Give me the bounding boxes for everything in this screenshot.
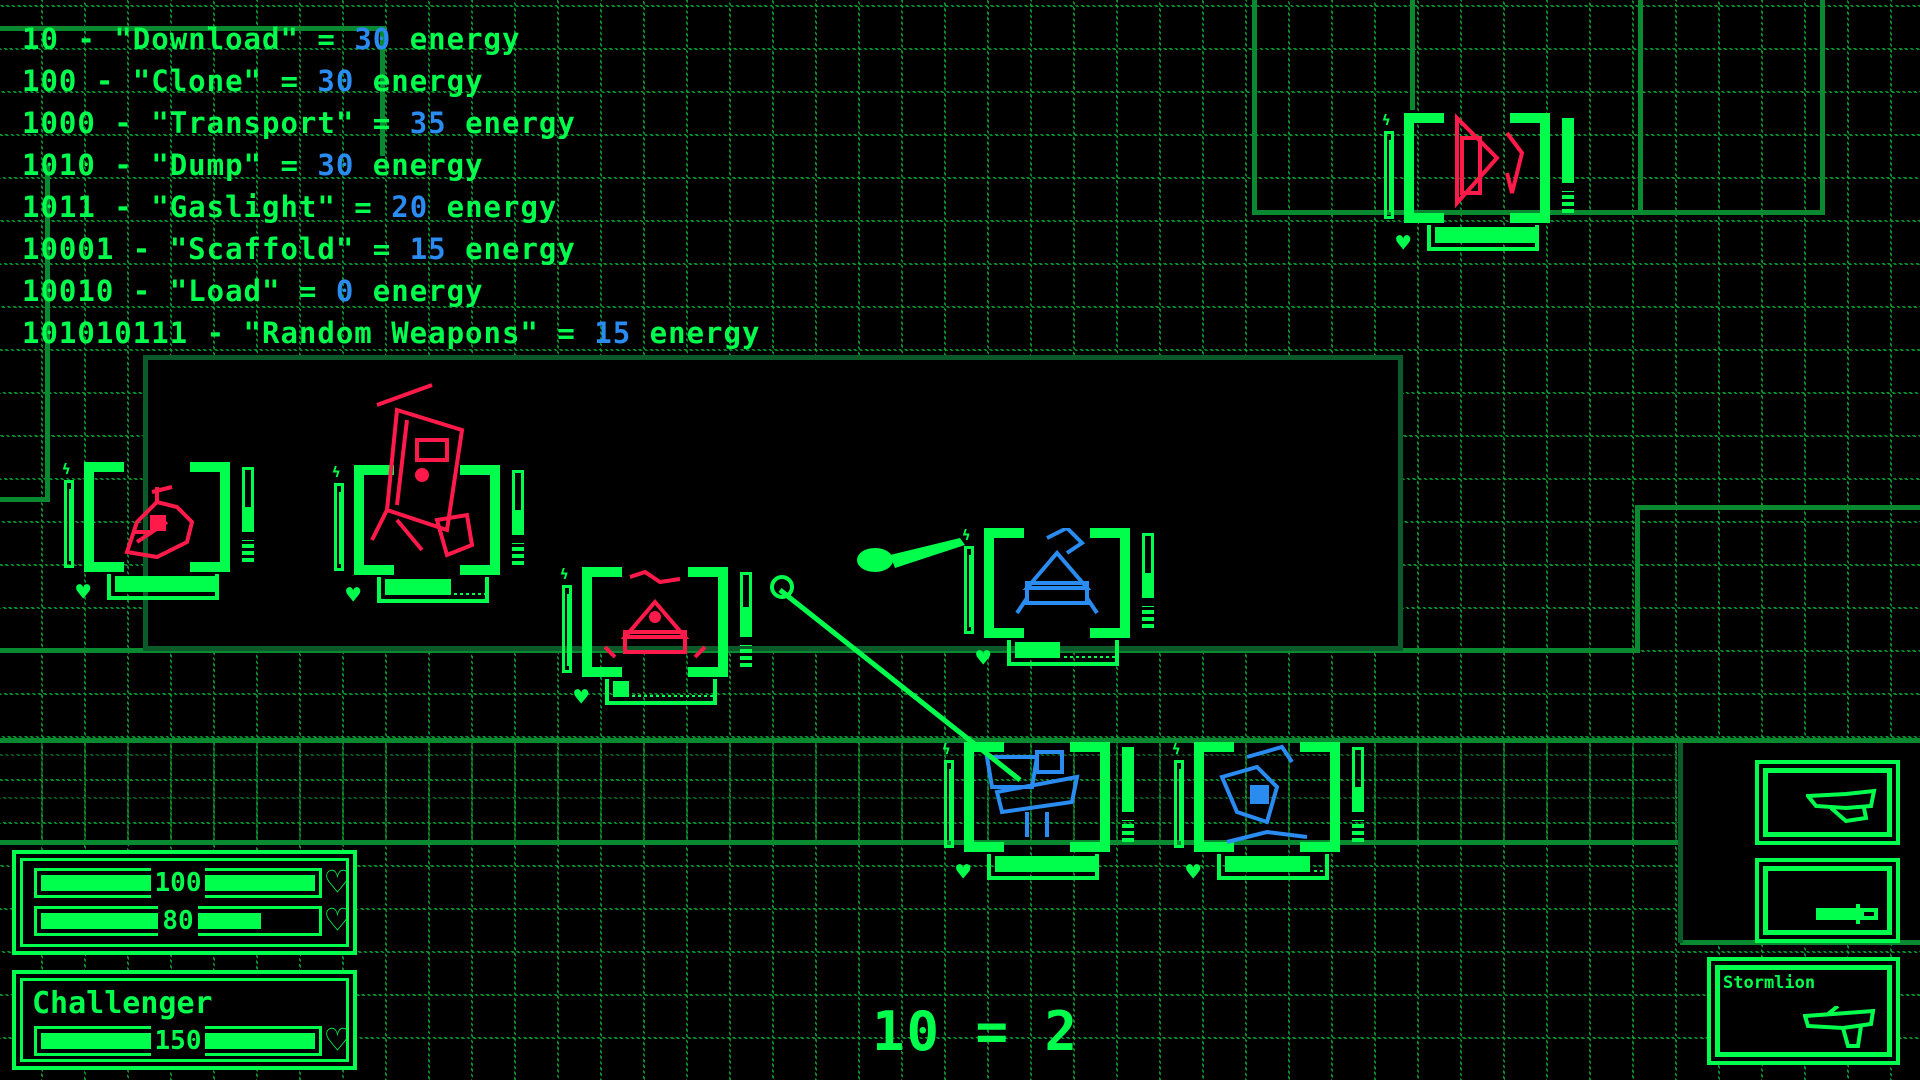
room-wall <box>1638 0 1643 215</box>
weapon-slot-stormlion[interactable]: Stormlion <box>1707 957 1900 1065</box>
enemy-mech-sprite <box>370 383 475 558</box>
ally-crab-sprite <box>1015 528 1099 615</box>
energy-cost: 30 <box>317 64 355 98</box>
energy-bolt-icon: ϟ <box>942 742 951 758</box>
heart-icon: ♥ <box>574 683 589 711</box>
heart-icon: ♥ <box>976 644 991 672</box>
enemy-unit[interactable]: ϟ ♥ <box>1382 113 1574 263</box>
room-wall <box>0 26 385 31</box>
enemy-unit[interactable]: ϟ ♥ <box>560 567 752 717</box>
room-wall <box>0 497 50 502</box>
enemy-unit[interactable]: ϟ ♥ <box>62 462 254 612</box>
energy-cost: 30 <box>354 22 392 56</box>
room-wall <box>1252 210 1822 215</box>
energy-cost: 20 <box>391 190 429 224</box>
heart-icon: ♥ <box>956 858 971 886</box>
room-wall <box>1678 743 1683 943</box>
energy-bolt-icon: ϟ <box>560 567 569 583</box>
weapon-slot-sword[interactable] <box>1755 858 1900 943</box>
heart-icon: ♥ <box>346 581 361 609</box>
opponent-health-bar: 150 <box>34 1026 322 1056</box>
battery-icon <box>1352 820 1364 842</box>
hp-bar <box>115 576 215 592</box>
command-item: 10 - "Download" = 30 energy <box>22 22 521 56</box>
energy-bolt-icon: ϟ <box>332 465 341 481</box>
battery-icon <box>1142 606 1154 628</box>
energy-cost: 0 <box>335 274 355 308</box>
command-item: 1010 - "Dump" = 30 energy <box>22 148 484 182</box>
command-item: 1011 - "Gaslight" = 20 energy <box>22 190 558 224</box>
energy-cost: 30 <box>317 148 355 182</box>
energy-value: 80 <box>158 906 198 936</box>
hp-bar <box>613 681 629 697</box>
weapon-name: Stormlion <box>1723 973 1816 993</box>
room-wall <box>1410 0 1415 110</box>
ally-unit[interactable]: ϟ ♥ <box>942 742 1134 892</box>
energy-cost: 35 <box>409 106 447 140</box>
command-item: 101010111 - "Random Weapons" = 15 energy <box>22 316 761 350</box>
battery-icon <box>1122 820 1134 842</box>
ally-drone-sprite <box>1219 744 1308 844</box>
command-list: 10 - "Download" = 30 energy 100 - "Clone… <box>22 18 760 354</box>
energy-cost: 15 <box>594 316 632 350</box>
energy-bolt-icon: ϟ <box>1382 113 1391 129</box>
heart-icon: ♥ <box>76 578 91 606</box>
hp-bar <box>1225 856 1310 872</box>
enemy-unit[interactable]: ϟ ♥ <box>332 383 524 615</box>
opponent-panel: Challenger 150 ♡ <box>12 970 357 1070</box>
health-value: 100 <box>150 868 206 898</box>
room-wall <box>1820 0 1825 215</box>
enemy-crab-sprite <box>603 569 707 659</box>
player-stats-panel: 100 ♡ 80 ♡ <box>12 850 357 955</box>
energy-bolt-icon: ϟ <box>1172 742 1181 758</box>
command-item: 10001 - "Scaffold" = 15 energy <box>22 232 576 266</box>
hp-bar <box>385 579 451 595</box>
energy-bolt-icon: ϟ <box>962 528 971 544</box>
battery-icon <box>242 540 254 562</box>
room-wall <box>1635 505 1640 653</box>
battery-icon <box>1562 191 1574 213</box>
opponent-name: Challenger <box>32 986 213 1021</box>
opponent-health-value: 150 <box>150 1026 206 1056</box>
room-wall <box>380 26 385 156</box>
blaster-icon <box>1806 788 1877 824</box>
command-item: 100 - "Clone" = 30 energy <box>22 64 484 98</box>
heart-icon: ♥ <box>1186 858 1201 886</box>
ally-gunner-sprite <box>984 750 1080 837</box>
battery-icon <box>512 543 524 565</box>
battery-icon <box>740 645 752 667</box>
enemy-shield-sprite <box>1455 113 1525 209</box>
binary-equation: 10 = 2 <box>872 1000 1080 1063</box>
energy-cost: 15 <box>409 232 447 266</box>
room-wall <box>1252 0 1257 215</box>
ally-unit[interactable]: ϟ ♥ <box>962 528 1154 678</box>
weapon-slot-blaster[interactable] <box>1755 760 1900 845</box>
heart-icon: ♡ <box>326 860 349 904</box>
health-bar: 100 <box>34 868 322 898</box>
sword-icon <box>1816 904 1878 924</box>
grid-dim-region <box>0 740 1680 840</box>
heart-icon: ♥ <box>1396 229 1411 257</box>
stormlion-gun-icon <box>1803 1006 1876 1048</box>
command-item: 10010 - "Load" = 0 energy <box>22 274 484 308</box>
hp-bar <box>1435 227 1535 243</box>
energy-bar: 80 <box>34 906 322 936</box>
room-wall <box>1635 505 1920 510</box>
command-item: 1000 - "Transport" = 35 energy <box>22 106 576 140</box>
room-wall <box>0 840 1680 845</box>
enemy-robot-sprite <box>124 485 195 560</box>
hp-bar <box>1015 642 1060 658</box>
arena-panel <box>143 355 1403 651</box>
hp-bar <box>995 856 1095 872</box>
ally-unit[interactable]: ϟ ♥ <box>1172 742 1364 892</box>
broken-heart-icon: ♡ <box>326 898 349 942</box>
heart-shield-icon: ♡ <box>326 1018 349 1062</box>
energy-bolt-icon: ϟ <box>62 462 71 478</box>
room-wall <box>45 165 50 500</box>
